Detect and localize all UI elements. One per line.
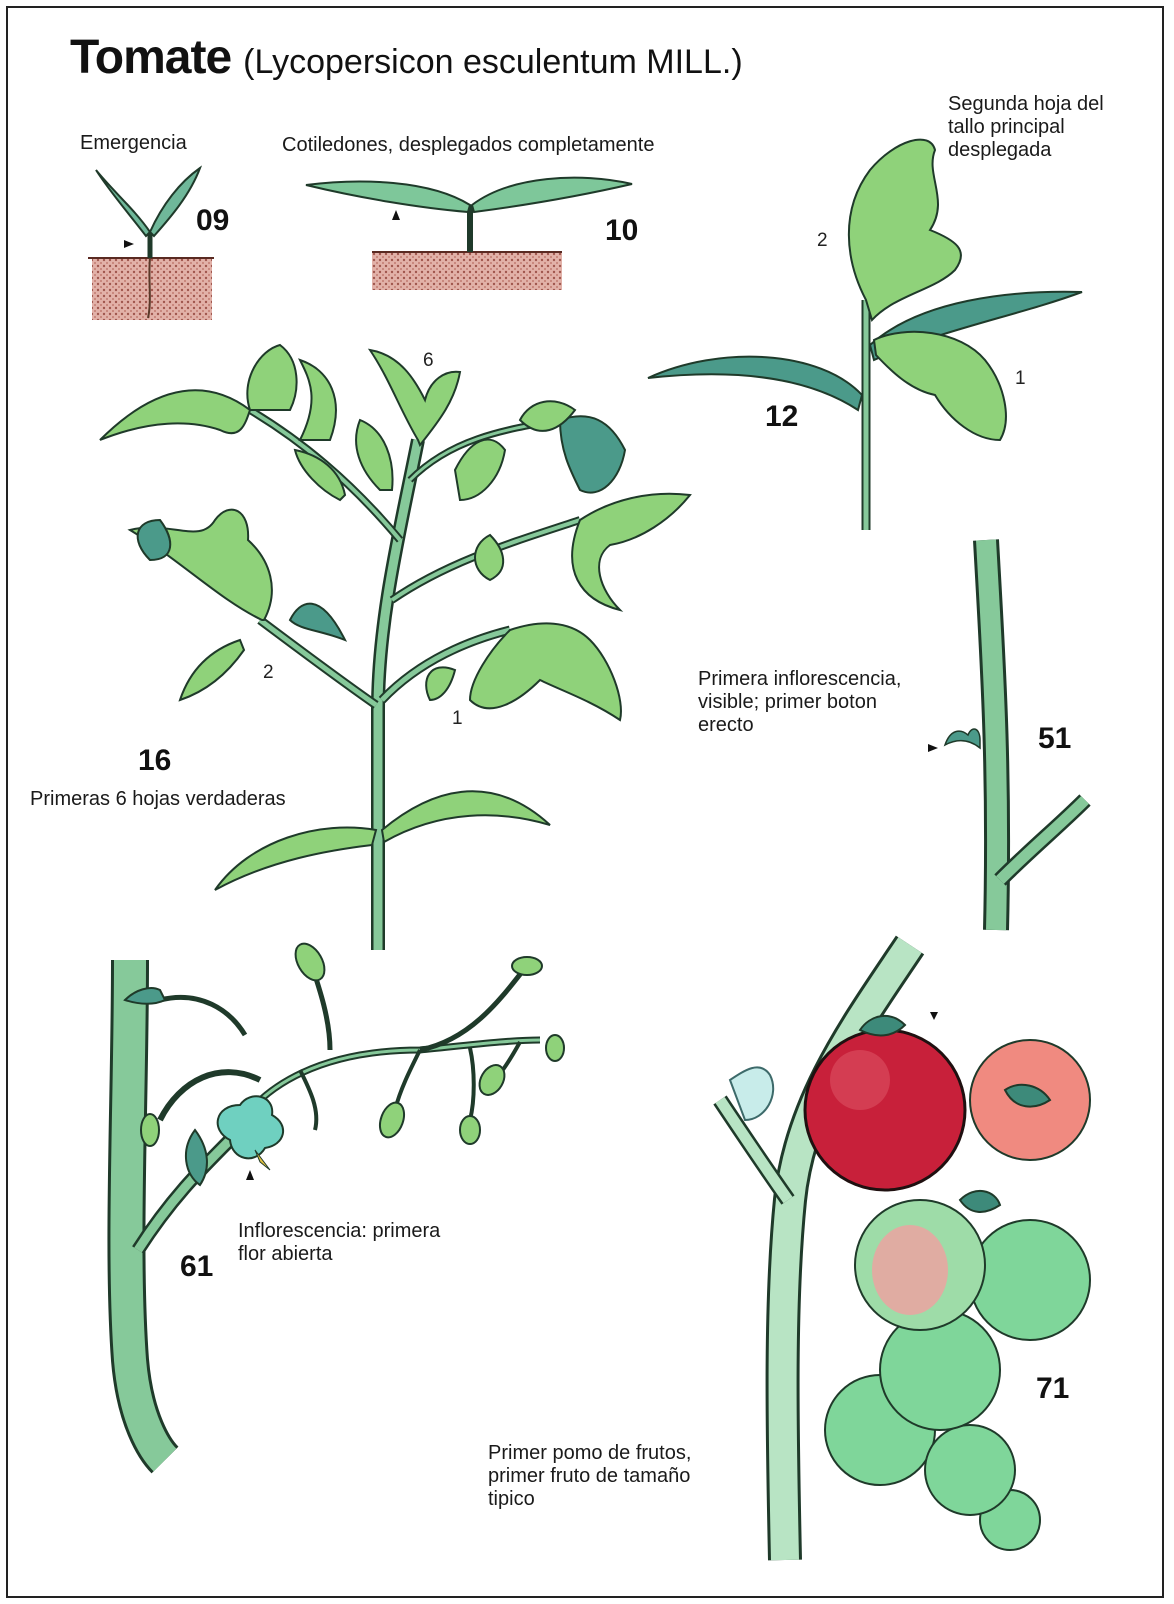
label-10: Cotiledones, desplegados completamente <box>282 134 654 157</box>
fruit-green <box>880 1310 1000 1430</box>
leaf-6-16 <box>370 350 460 445</box>
code-09: 09 <box>196 204 229 238</box>
leaf-number-16-6: 6 <box>423 350 434 372</box>
cotyledon-left-12 <box>648 357 862 410</box>
label-12: Segunda hoja del tallo principal despleg… <box>948 93 1104 162</box>
stage-10-seedling <box>306 178 632 290</box>
label-51: Primera inflorescencia, visible; primer … <box>698 668 901 737</box>
code-51: 51 <box>1038 722 1071 756</box>
stage-09-seedling <box>88 168 214 320</box>
arrow-marker-71 <box>930 1012 938 1020</box>
soil-09 <box>92 258 212 320</box>
fruit-green <box>970 1220 1090 1340</box>
label-16: Primeras 6 hojas verdaderas <box>30 788 286 811</box>
arrow-marker-10 <box>392 210 400 220</box>
flower-bud <box>512 957 542 975</box>
leaf-2-12 <box>849 140 961 320</box>
leaf-number-12-1: 1 <box>1015 368 1026 390</box>
cotyledon-right-09 <box>150 168 200 236</box>
leaf-number-16-2: 2 <box>263 662 274 684</box>
cotyledon-right-10 <box>472 178 632 212</box>
stage-71-fruits <box>720 945 1090 1560</box>
cotyledon-right-16 <box>382 791 550 842</box>
leaf-1-12 <box>874 332 1006 440</box>
code-16: 16 <box>138 744 171 778</box>
arrow-marker-51 <box>928 744 938 752</box>
flower-bud <box>376 1099 409 1140</box>
leaf-number-12-2: 2 <box>817 230 828 252</box>
flower-bud <box>546 1035 564 1061</box>
inflorescence-bud-51 <box>945 729 980 748</box>
code-71: 71 <box>1036 1372 1069 1406</box>
soil-10 <box>372 252 562 290</box>
label-71: Primer pomo de frutos, primer fruto de t… <box>488 1442 691 1511</box>
stage-16-plant <box>100 345 690 950</box>
flower-bud <box>290 939 331 986</box>
code-10: 10 <box>605 214 638 248</box>
code-61: 61 <box>180 1250 213 1284</box>
arrow-marker-61 <box>246 1170 254 1180</box>
fruit-ripe <box>805 1030 965 1190</box>
code-12: 12 <box>765 400 798 434</box>
stage-12-plant <box>648 140 1082 530</box>
cotyledon-left-09 <box>96 170 150 236</box>
flower-bud <box>141 1114 159 1146</box>
label-09: Emergencia <box>80 132 187 155</box>
fruit-green <box>925 1425 1015 1515</box>
stage-61-inflorescence <box>125 939 564 1460</box>
flower-bud <box>460 1116 480 1144</box>
cotyledon-left-10 <box>306 182 470 212</box>
cotyledon-left-16 <box>215 828 376 891</box>
leaf-number-16-1: 1 <box>452 708 463 730</box>
label-61: Inflorescencia: primera flor abierta <box>238 1220 440 1266</box>
arrow-marker-09 <box>124 240 134 248</box>
